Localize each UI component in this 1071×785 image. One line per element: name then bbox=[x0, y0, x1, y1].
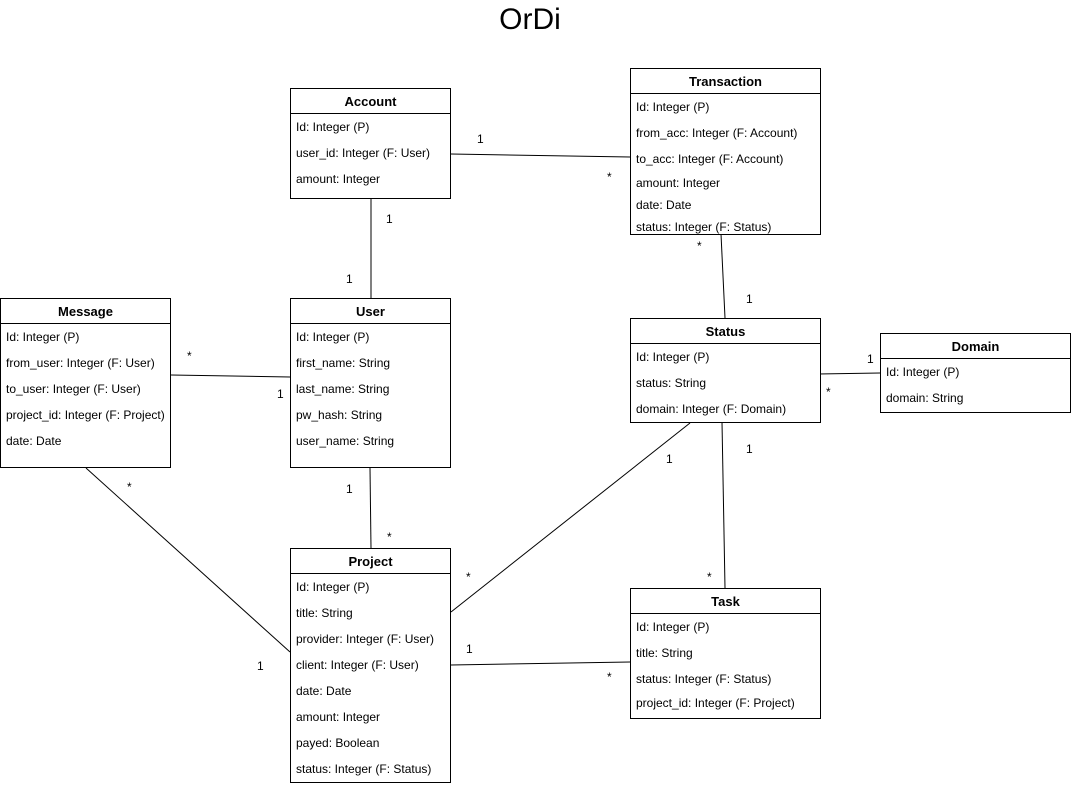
entity-task: Task Id: Integer (P) title: String statu… bbox=[630, 588, 821, 719]
mult-message-user-from: * bbox=[187, 349, 192, 363]
mult-message-user-to: 1 bbox=[277, 387, 284, 401]
entity-project-field: date: Date bbox=[296, 684, 352, 698]
entity-task-field: title: String bbox=[636, 646, 693, 660]
entity-user-field: last_name: String bbox=[296, 382, 390, 396]
entity-account: Account Id: Integer (P) user_id: Integer… bbox=[290, 88, 451, 199]
entity-message-name: Message bbox=[1, 299, 170, 324]
entity-project-field: Id: Integer (P) bbox=[296, 580, 370, 594]
entity-message-field: Id: Integer (P) bbox=[6, 330, 80, 344]
entity-status-field: status: String bbox=[636, 376, 707, 390]
entity-message-field: to_user: Integer (F: User) bbox=[6, 382, 141, 396]
entity-project-field: payed: Boolean bbox=[296, 736, 380, 750]
entity-transaction: Transaction Id: Integer (P) from_acc: In… bbox=[630, 68, 821, 235]
entity-domain-name: Domain bbox=[881, 334, 1070, 359]
mult-transaction-status-from: * bbox=[697, 239, 702, 253]
entity-account-field: user_id: Integer (F: User) bbox=[296, 146, 431, 160]
entity-user-field: pw_hash: String bbox=[296, 408, 383, 422]
mult-project-task-to: * bbox=[607, 670, 612, 684]
edge-transaction-status bbox=[720, 233, 726, 319]
edge-project-task bbox=[450, 661, 631, 666]
entity-task-field: Id: Integer (P) bbox=[636, 620, 710, 634]
mult-user-project-from: 1 bbox=[346, 482, 353, 496]
entity-message-field: from_user: Integer (F: User) bbox=[6, 356, 155, 370]
entity-transaction-name: Transaction bbox=[631, 69, 820, 94]
mult-user-project-to: * bbox=[387, 530, 392, 544]
entity-domain-field: domain: String bbox=[886, 391, 964, 405]
entity-status-field: domain: Integer (F: Domain) bbox=[636, 402, 787, 416]
mult-project-task-from: 1 bbox=[466, 642, 473, 656]
entity-user-field: user_name: String bbox=[296, 434, 395, 448]
entity-account-field: Id: Integer (P) bbox=[296, 120, 370, 134]
entity-user-field: Id: Integer (P) bbox=[296, 330, 370, 344]
edge-status-project bbox=[450, 422, 691, 613]
mult-status-domain-from: * bbox=[826, 385, 831, 399]
entity-transaction-field: date: Date bbox=[636, 198, 692, 212]
entity-status-field: Id: Integer (P) bbox=[636, 350, 710, 364]
entity-status: Status Id: Integer (P) status: String do… bbox=[630, 318, 821, 423]
entity-project-field: status: Integer (F: Status) bbox=[296, 762, 432, 776]
entity-project-name: Project bbox=[291, 549, 450, 574]
entity-user-field: first_name: String bbox=[296, 356, 391, 370]
entity-message-field: project_id: Integer (F: Project) bbox=[6, 408, 165, 422]
entity-project-field: title: String bbox=[296, 606, 353, 620]
mult-account-transaction-to: * bbox=[607, 170, 612, 184]
edge-message-user bbox=[170, 374, 291, 378]
entity-domain-field: Id: Integer (P) bbox=[886, 365, 960, 379]
edge-account-transaction bbox=[450, 153, 631, 158]
entity-transaction-field: to_acc: Integer (F: Account) bbox=[636, 152, 784, 166]
entity-transaction-field: status: Integer (F: Status) bbox=[636, 220, 772, 234]
entity-account-field: amount: Integer bbox=[296, 172, 381, 186]
entity-transaction-field: amount: Integer bbox=[636, 176, 721, 190]
edge-user-project bbox=[369, 467, 372, 549]
entity-task-name: Task bbox=[631, 589, 820, 614]
mult-transaction-status-to: 1 bbox=[746, 292, 753, 306]
mult-status-task-from: 1 bbox=[746, 442, 753, 456]
entity-project: Project Id: Integer (P) title: String pr… bbox=[290, 548, 451, 783]
entity-user-name: User bbox=[291, 299, 450, 324]
entity-project-field: provider: Integer (F: User) bbox=[296, 632, 435, 646]
edge-status-domain bbox=[817, 372, 881, 375]
entity-status-name: Status bbox=[631, 319, 820, 344]
entity-project-field: client: Integer (F: User) bbox=[296, 658, 419, 672]
mult-message-project-to: 1 bbox=[257, 659, 264, 673]
entity-account-name: Account bbox=[291, 89, 450, 114]
edge-status-task bbox=[721, 421, 726, 589]
entity-task-field: project_id: Integer (F: Project) bbox=[636, 696, 795, 710]
entity-transaction-field: from_acc: Integer (F: Account) bbox=[636, 126, 798, 140]
entity-user: User Id: Integer (P) first_name: String … bbox=[290, 298, 451, 468]
mult-status-project-to: * bbox=[466, 570, 471, 584]
entity-transaction-field: Id: Integer (P) bbox=[636, 100, 710, 114]
mult-message-project-from: * bbox=[127, 480, 132, 494]
entity-message-field: date: Date bbox=[6, 434, 62, 448]
mult-account-transaction-from: 1 bbox=[477, 132, 484, 146]
entity-project-field: amount: Integer bbox=[296, 710, 381, 724]
mult-account-user-from: 1 bbox=[386, 212, 393, 226]
mult-status-project-from: 1 bbox=[666, 452, 673, 466]
entity-domain: Domain Id: Integer (P) domain: String bbox=[880, 333, 1071, 413]
edge-message-project bbox=[85, 467, 291, 653]
entity-task-field: status: Integer (F: Status) bbox=[636, 672, 772, 686]
mult-status-task-to: * bbox=[707, 570, 712, 584]
mult-account-user-to: 1 bbox=[346, 272, 353, 286]
mult-status-domain-to: 1 bbox=[867, 352, 874, 366]
diagram-title: OrDi bbox=[499, 3, 561, 36]
entity-message: Message Id: Integer (P) from_user: Integ… bbox=[0, 298, 171, 468]
